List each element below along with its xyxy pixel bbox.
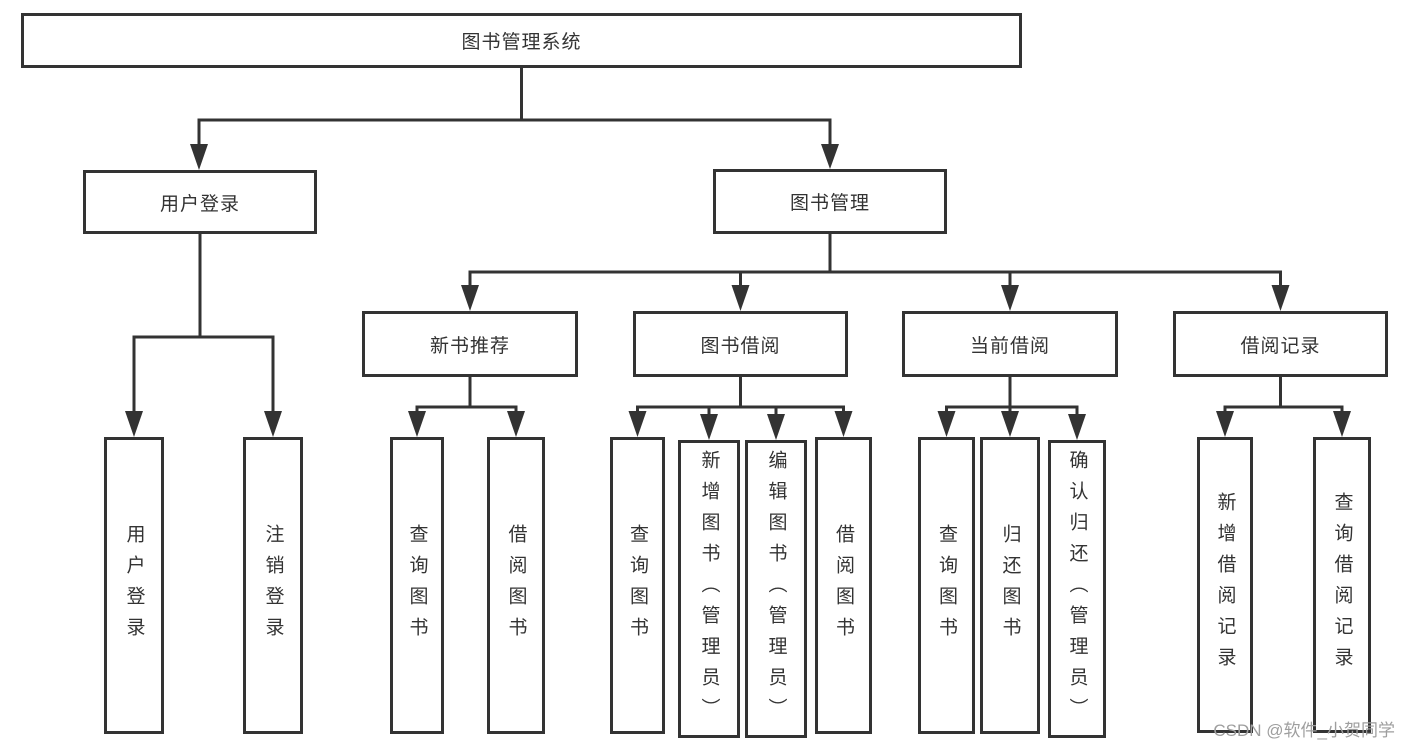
csdn-watermark: CSDN @软件_小贺同学 [1213,721,1395,740]
node-book-management: 图书管理 [713,169,947,234]
node-query-books: 查询图书 [610,437,665,734]
node-label: 新书推荐 [429,335,510,357]
node-add-books-admin: 新增图书（管理员） [678,440,740,738]
node-leaf-user-login: 用户登录 [104,437,164,734]
node-label: 借阅图书 [833,523,854,648]
node-label: 归还图书 [999,523,1021,648]
node-query-borrow-record: 查询借阅记录 [1313,437,1371,733]
node-borrowing-records: 借阅记录 [1173,311,1388,377]
node-new-book-recommendation: 新书推荐 [362,311,578,377]
node-label: 用户登录 [159,193,240,215]
node-add-borrow-record: 新增借阅记录 [1197,437,1253,733]
node-label: 当前借阅 [969,335,1050,357]
node-leaf-logout: 注销登录 [243,437,303,734]
node-edit-books-admin: 编辑图书（管理员） [745,440,807,738]
node-user-login: 用户登录 [83,170,317,234]
node-book-borrowing: 图书借阅 [633,311,848,377]
node-label: 编辑图书（管理员） [765,449,787,729]
node-label: 借阅图书 [505,523,527,648]
node-label: 确认归还（管理员） [1066,449,1088,729]
node-label: 图书借阅 [700,335,781,357]
node-label: 查询图书 [406,523,428,648]
node-label: 新增图书（管理员） [698,449,720,729]
node-label: 用户登录 [123,523,145,648]
node-label: 查询借阅记录 [1331,492,1353,678]
node-borrow-books: 借阅图书 [487,437,545,734]
node-current-borrowing: 当前借阅 [902,311,1118,377]
node-label: 图书管理系统 [461,32,582,53]
node-label: 新增借阅记录 [1214,492,1236,678]
node-label: 图书管理 [789,193,870,214]
node-label: 借阅记录 [1240,335,1321,357]
node-label: 查询图书 [936,523,957,648]
node-return-books: 归还图书 [980,437,1040,734]
node-query-books: 查询图书 [390,437,444,734]
node-library-management-system: 图书管理系统 [21,13,1022,68]
node-label: 注销登录 [262,523,284,648]
node-label: 查询图书 [627,523,648,648]
node-query-books: 查询图书 [918,437,975,734]
node-confirm-return-admin: 确认归还（管理员） [1048,440,1106,738]
node-borrow-books: 借阅图书 [815,437,872,734]
